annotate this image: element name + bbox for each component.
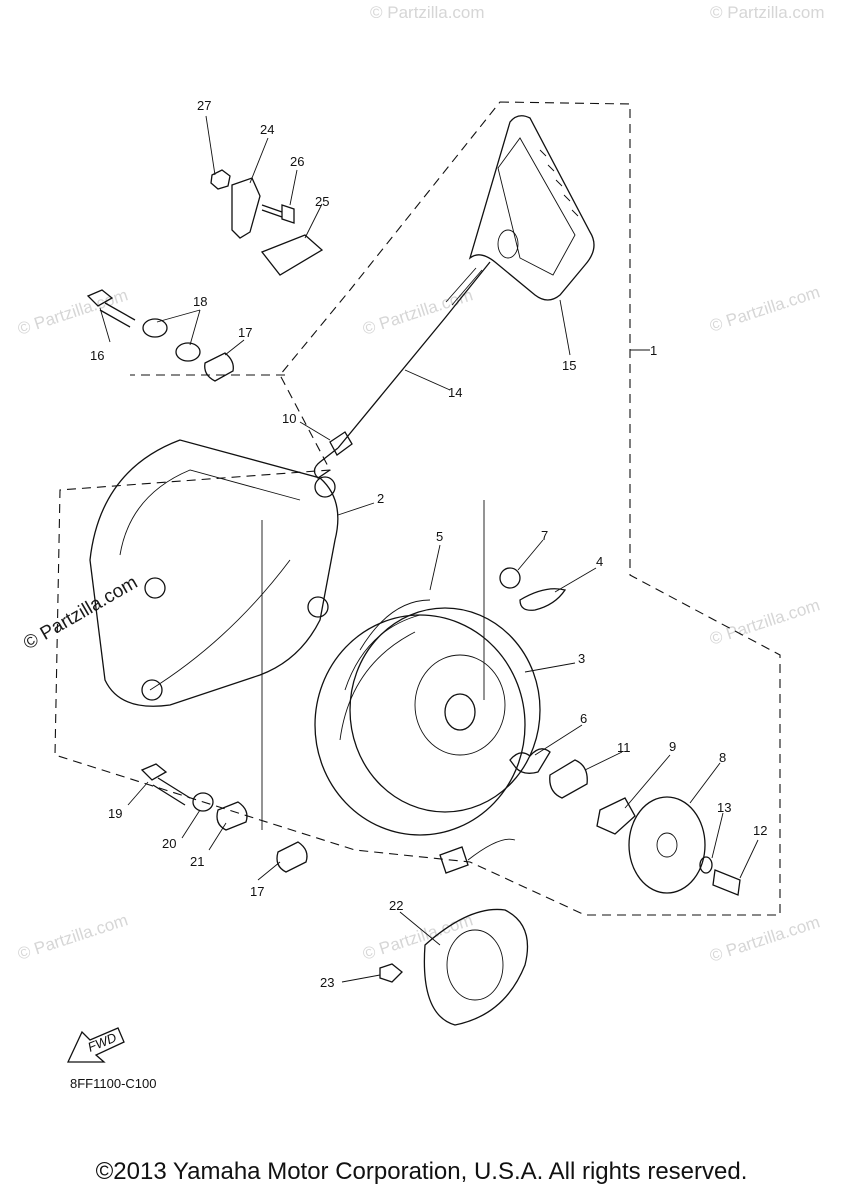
leader-lines: [99, 115, 759, 983]
callout-9: 9: [669, 739, 676, 754]
watermark: © Partzilla.com: [360, 285, 475, 338]
rope-guide: [329, 431, 353, 456]
callout-11: 11: [617, 740, 631, 755]
callout-15: 15: [562, 358, 576, 373]
callout-21: 21: [190, 854, 204, 869]
watermark: © Partzilla.com: [707, 912, 822, 965]
callout-25: 25: [315, 194, 329, 209]
callout-1: 1: [650, 343, 657, 358]
callout-13: 13: [717, 800, 731, 815]
watermark-large: © Partzilla.com: [20, 572, 141, 654]
fwd-label: FWD: [86, 1030, 119, 1055]
watermark: © Partzilla.com: [15, 285, 130, 338]
callout-6: 6: [580, 711, 587, 726]
watermark: © Partzilla.com: [707, 595, 822, 648]
callout-19: 19: [108, 806, 122, 821]
callout-2: 2: [377, 491, 384, 506]
watermark: © Partzilla.com: [707, 282, 822, 335]
pawl-parts: [499, 567, 567, 611]
callout-17a: 17: [238, 325, 252, 340]
watermark: © Partzilla.com: [370, 3, 485, 22]
callout-7: 7: [541, 528, 548, 543]
callout-3: 3: [578, 651, 585, 666]
callout-18: 18: [193, 294, 207, 309]
watermark: © Partzilla.com: [15, 910, 130, 963]
watermarks: © Partzilla.com © Partzilla.com © Partzi…: [15, 3, 824, 966]
center-parts: [509, 748, 741, 896]
callout-27: 27: [197, 98, 211, 113]
callout-24: 24: [260, 122, 274, 137]
callout-23: 23: [320, 975, 334, 990]
drawing-code: 8FF1100-C100: [70, 1076, 156, 1091]
callouts: 1 2 3 4 5 6 7 8 9 10 11 12 13 14 15 16 1…: [90, 98, 767, 990]
bracket-assembly: [210, 169, 324, 276]
assembly-outline: [54, 101, 781, 916]
callout-8: 8: [719, 750, 726, 765]
guide-plate: [379, 908, 529, 1026]
callout-26: 26: [290, 154, 304, 169]
callout-5: 5: [436, 529, 443, 544]
copyright-notice: ©2013 Yamaha Motor Corporation, U.S.A. A…: [95, 1158, 748, 1185]
starter-housing: [89, 439, 339, 707]
callout-22: 22: [389, 898, 403, 913]
mount-hardware-bottom: [140, 763, 308, 873]
starter-rope: [313, 261, 491, 479]
callout-16: 16: [90, 348, 104, 363]
fwd-arrow: FWD: [66, 1027, 125, 1063]
callout-10: 10: [282, 411, 296, 426]
watermark: © Partzilla.com: [710, 3, 825, 22]
starter-handle: [468, 115, 595, 301]
mount-hardware-top: [86, 289, 234, 382]
callout-4: 4: [596, 554, 603, 569]
callout-20: 20: [162, 836, 176, 851]
callout-14: 14: [448, 385, 462, 400]
callout-12: 12: [753, 823, 767, 838]
recoil-reel: [314, 599, 541, 874]
callout-17b: 17: [250, 884, 264, 899]
